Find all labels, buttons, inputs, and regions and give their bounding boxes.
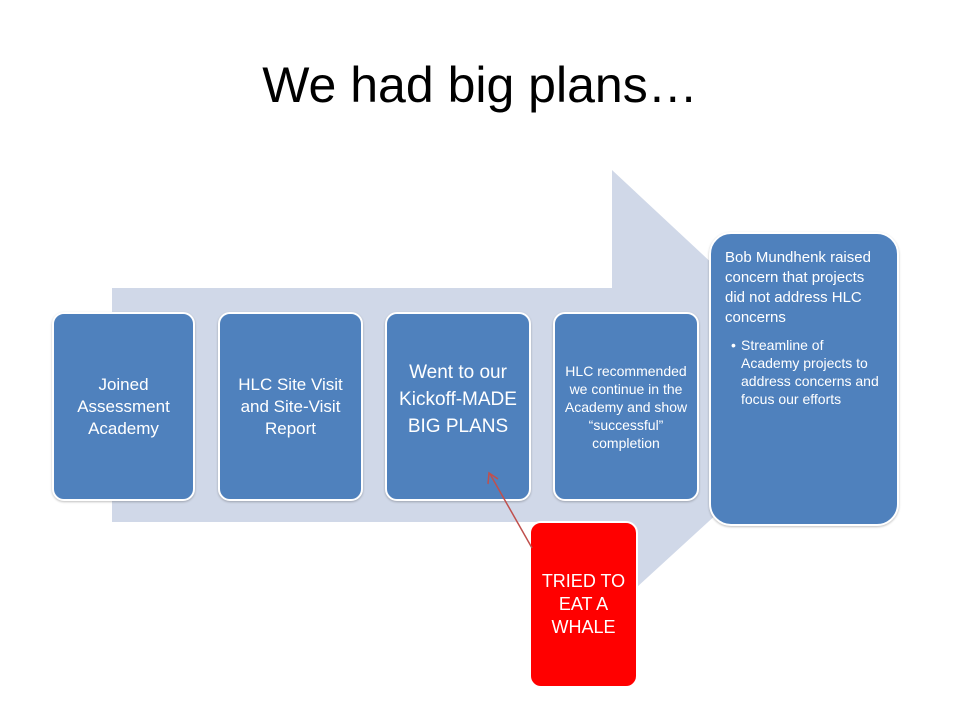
step-joined-academy: Joined Assessment Academy [52,312,195,501]
step-label: Went to our Kickoff-MADE BIG PLANS [399,362,517,437]
page-title: We had big plans… [262,57,698,113]
step-bob-concern: Bob Mundhenk raised concern that project… [709,232,899,526]
step-bullet: Streamline of Academy projects to addres… [731,336,883,408]
step-hlc-recommended: HLC recommended we continue in the Acade… [553,312,699,501]
step-label: HLC Site Visit and Site-Visit Report [238,374,343,438]
step-heading: Bob Mundhenk raised concern that project… [725,249,871,326]
step-site-visit: HLC Site Visit and Site-Visit Report [218,312,363,501]
step-bullet-list: Streamline of Academy projects to addres… [725,336,883,408]
callout-whale: TRIED TO EAT A WHALE [529,521,638,688]
step-label: Joined Assessment Academy [77,374,170,438]
step-label: HLC recommended we continue in the Acade… [564,362,688,451]
step-kickoff: Went to our Kickoff-MADE BIG PLANS [385,312,531,501]
callout-label: TRIED TO EAT A WHALE [541,571,626,637]
